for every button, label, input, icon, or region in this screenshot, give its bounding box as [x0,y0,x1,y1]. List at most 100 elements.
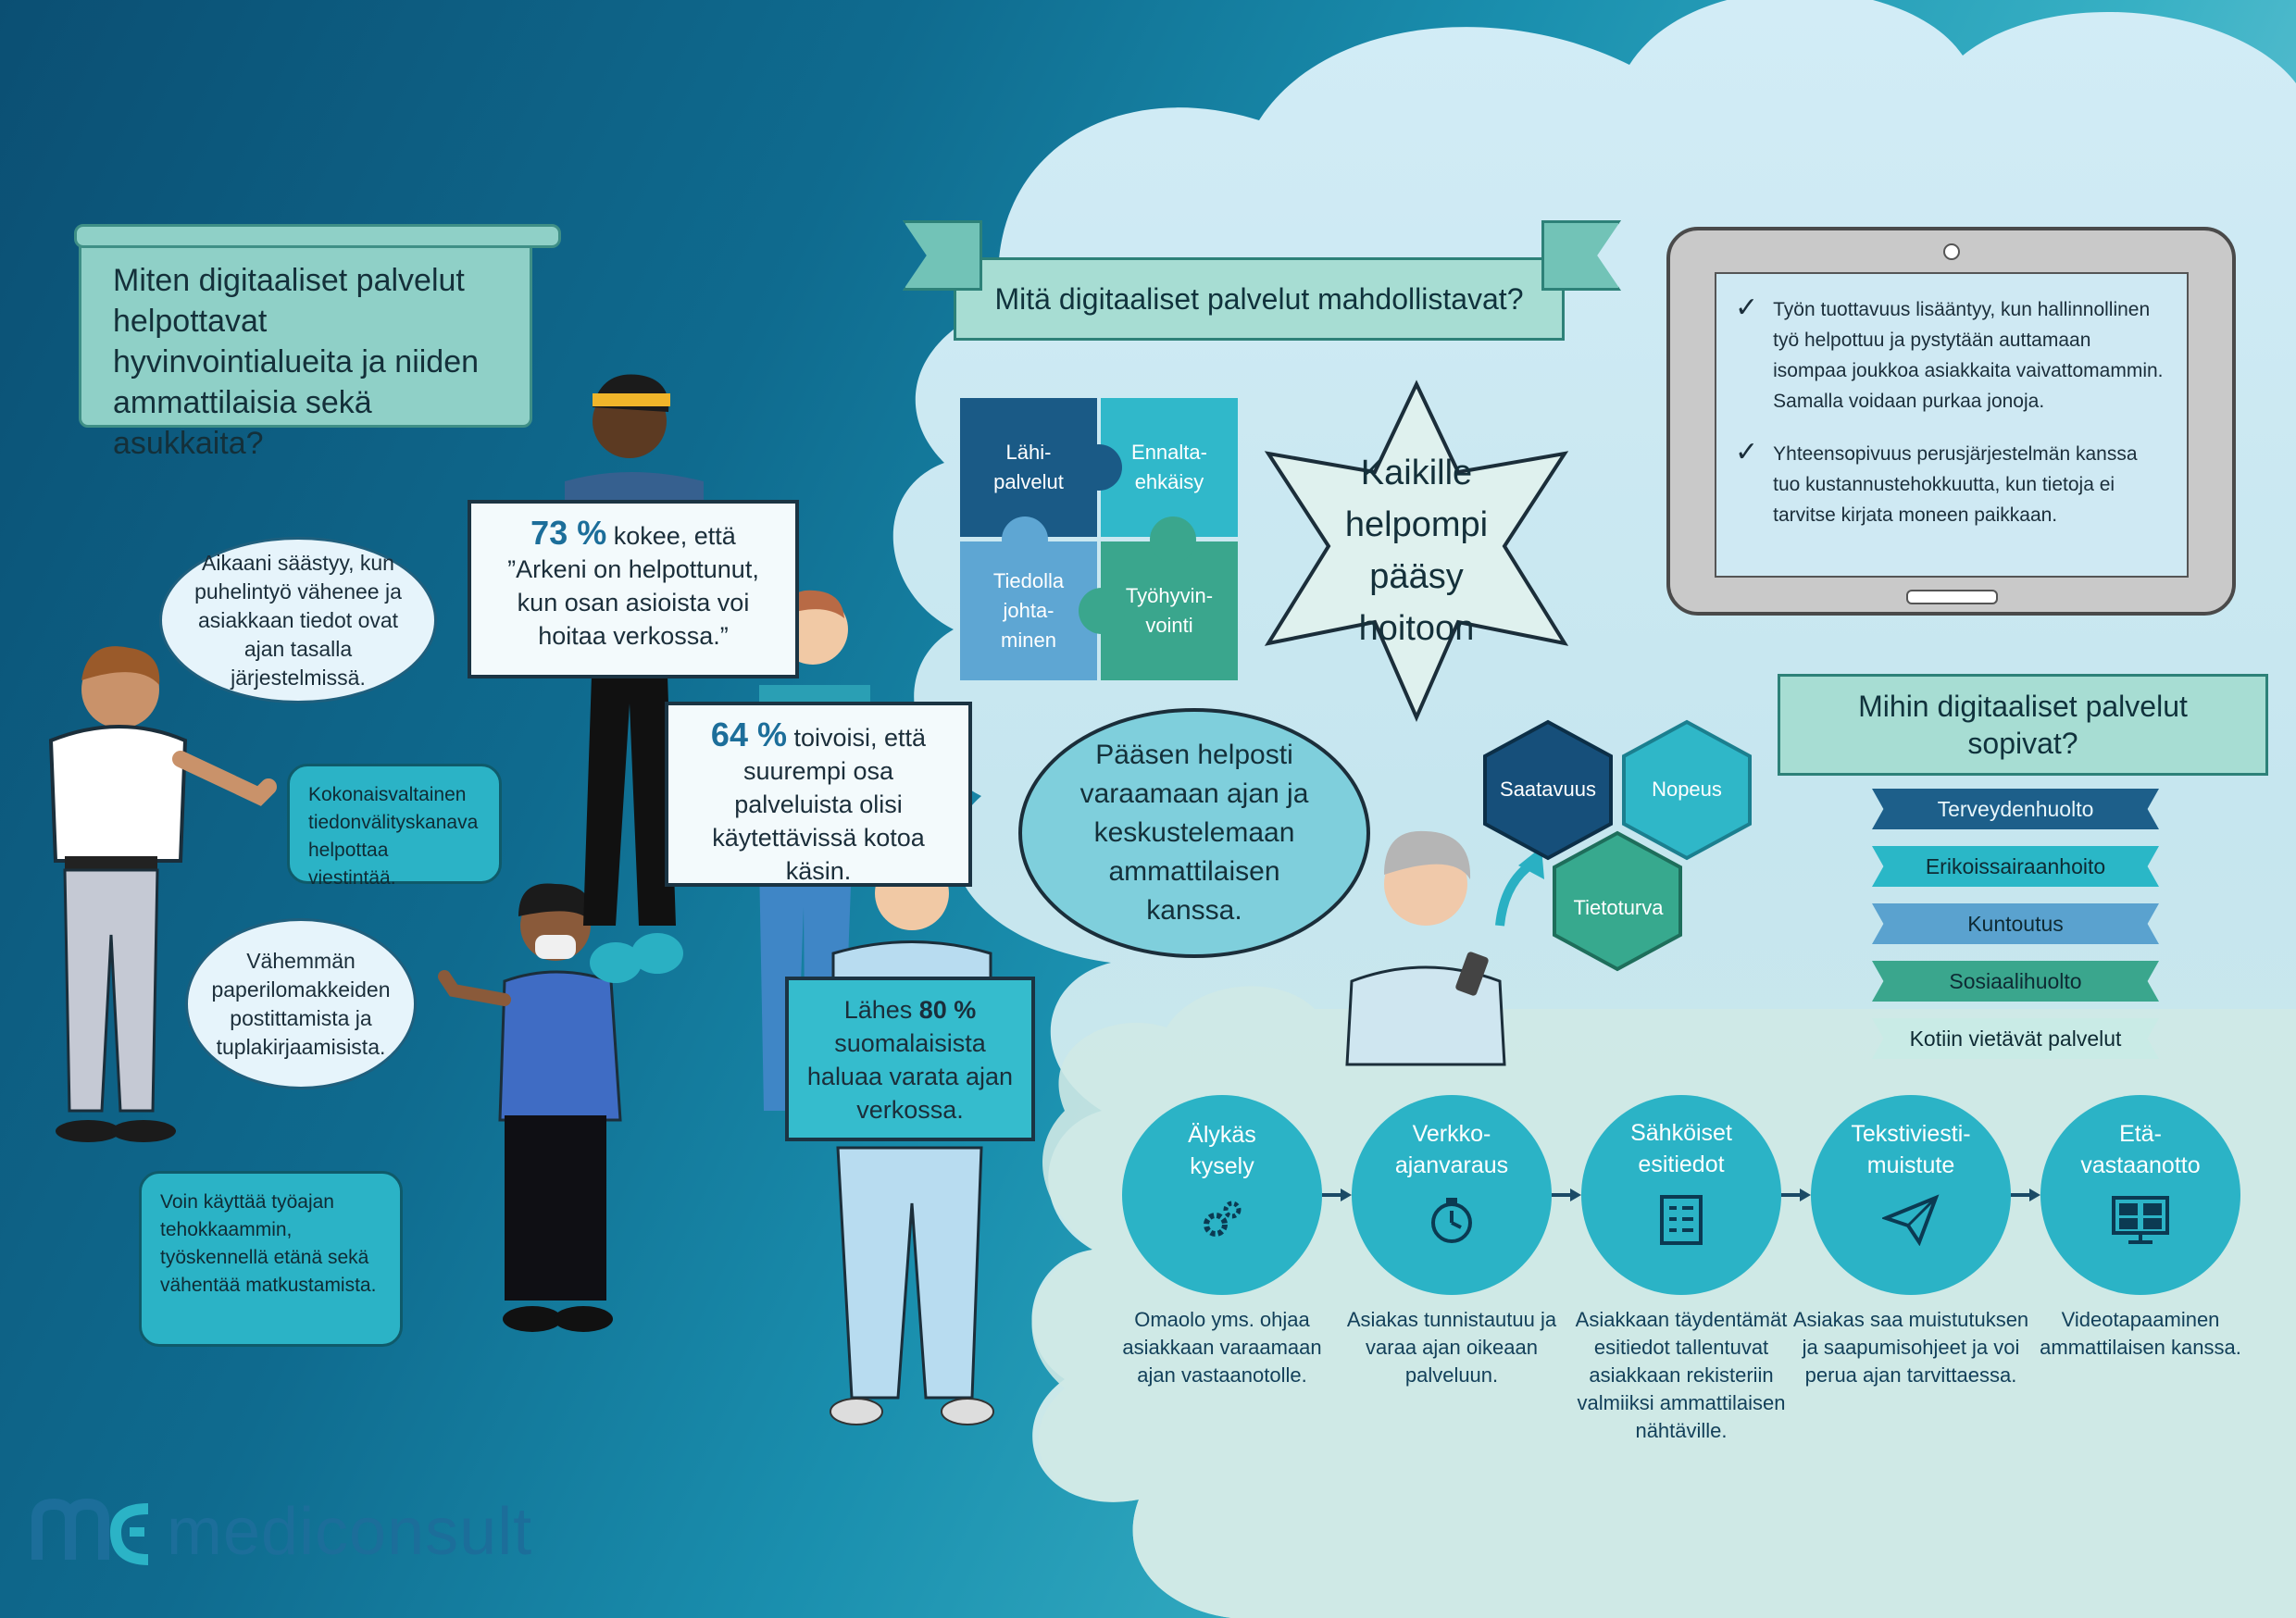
speech-box-remote-text: Voin käyttää työajan tehokkaammin, työsk… [160,1191,377,1296]
speech-bubble-time-text: Aikaani säästyy, kun puhelintyö vähenee … [194,550,402,690]
hex-cluster [1483,719,1752,972]
elderly-woman-illustration [1345,830,1506,1066]
speech-bubble-paper: Vähemmän paperilomakkeiden postittamista… [185,918,417,1089]
stat-sign-64-body: suurempi osa palveluista olisi käytettäv… [712,757,925,885]
tablet-device: ✓ Työn tuottavuus lisääntyy, kun hallinn… [1666,227,2236,616]
process-step-description: Omaolo yms. ohjaa asiakkaan varaamaan aj… [1122,1308,1322,1387]
process-step-description: Asiakas tunnistautuu ja varaa ajan oikea… [1346,1308,1557,1387]
process-step: Verkko- ajanvaraus [1352,1095,1552,1295]
process-step-title: Etä- vastaanotto [2080,1120,2201,1178]
process-step-title: Verkko- ajanvaraus [1394,1120,1509,1178]
speech-box-remote: Voin käyttää työajan tehokkaammin, työsk… [139,1171,403,1347]
stat-sign-64: 64 % toivoisi, että suurempi osa palvelu… [665,702,972,887]
checkmark-icon: ✓ [1735,437,1759,467]
ribbon-item: Kotiin vietävät palvelut [1872,1018,2159,1059]
puzzle-knob [1079,588,1125,634]
stat-sign-64-lead: toivoisi, että [786,724,927,752]
tablet-bullet-1-text: Työn tuottavuus lisääntyy, kun hallinnol… [1773,299,2164,412]
hex-text-tietoturva: Tietoturva [1573,896,1664,919]
process-step-title: Tekstiviesti- muistute [1851,1120,1971,1178]
banner-enable: Mitä digitaaliset palvelut mahdollistava… [954,257,1565,341]
tablet-home-bar [1906,590,1998,604]
tablet-screen: ✓ Työn tuottavuus lisääntyy, kun hallinn… [1715,272,2189,578]
process-step-title: Älykäs kysely [1188,1121,1256,1179]
mediconsult-logo-text: mediconsult [167,1495,532,1569]
tablet-camera [1943,243,1960,260]
title-scroll-text: Miten digitaaliset palvelut helpottavat … [113,263,480,461]
speech-bubble-booking: Pääsen helposti varaamaan ajan ja keskus… [1018,708,1370,958]
process-step: Älykäs kysely [1122,1095,1322,1295]
logo-wordmark: mediconsult [167,1495,533,1569]
video-call-icon [2110,1194,2171,1254]
ribbon-item: Kuntoutus [1872,903,2159,944]
tablet-bullet-1: ✓ Työn tuottavuus lisääntyy, kun hallinn… [1735,294,2168,417]
banner-fit-text: Mihin digitaaliset palvelut sopivat? [1858,690,2188,760]
hex-label-saatavuus: Saatavuus [1485,759,1611,820]
paper-plane-icon [1880,1193,1940,1254]
stat-sign-80: Lähes 80 % suomalaisista haluaa varata a… [785,977,1035,1141]
puzzle-label-tiedolla: Tiedolla johta- minen [992,569,1065,652]
stat-sign-73: 73 % kokee, että ”Arkeni on helpottunut,… [468,500,799,678]
checkmark-icon: ✓ [1735,292,1759,323]
process-step: Etä- vastaanotto [2040,1095,2240,1295]
hex-nopeus [1622,719,1752,861]
star-label: Kaikille helpompi pääsy hoitoon [1344,454,1489,648]
ribbon-item: Erikoissairaanhoito [1872,846,2159,887]
process-step-description: Asiakkaan täydentämät esitiedot tallentu… [1575,1308,1788,1442]
speech-box-channel: Kokonaisvaltainen tiedonvälityskanava he… [287,764,502,889]
process-step-description: Asiakas saa muistutuksen ja saapumisohje… [1792,1308,2029,1387]
stopwatch-icon [1426,1194,1478,1254]
stat-sign-73-quote: ”Arkeni on helpottunut, kun osan asioist… [507,555,759,650]
puzzle-knob [1002,517,1048,563]
banner-fit: Mihin digitaaliset palvelut sopivat? [1778,674,2268,776]
title-scroll: Miten digitaaliset palvelut helpottavat … [79,231,532,461]
speech-bubble-paper-text: Vähemmän paperilomakkeiden postittamista… [211,948,391,1059]
tablet-bullet-2: ✓ Yhteensopivuus perusjärjestelmän kanss… [1735,439,2168,530]
process-arrow-icon [2011,1186,2040,1204]
speech-box-channel-text: Kokonaisvaltainen tiedonvälityskanava he… [308,784,479,889]
puzzle-label-ennaltaehkaisy: Ennalta- ehkäisy [1131,441,1207,493]
process-arrow-icon [1322,1186,1352,1204]
stat-percent-64: 64 % [710,716,787,753]
ribbon-label: Kuntoutus [1967,911,2064,936]
man-illustration [48,646,277,1142]
ribbon-label: Kotiin vietävät palvelut [1909,1026,2122,1051]
star-text: Kaikille helpompi pääsy hoitoon [1315,454,1518,648]
process-step: Tekstiviesti- muistute [1811,1095,2011,1295]
process-step-description: Videotapaaminen ammattilaisen kanssa. [2040,1308,2241,1359]
puzzle-piece-lahipalvelut: Lähi- palvelut [960,398,1097,537]
star-shape [1264,380,1569,722]
woman-mask-illustration [438,883,622,1332]
stat-percent-73: 73 % [530,514,607,552]
stat-sign-73-lead: kokee, että [606,522,736,550]
puzzle-piece-tiedolla-johtaminen: Tiedolla johta- minen [960,541,1097,680]
ribbon-label: Terveydenhuolto [1937,796,2094,821]
process-arrow-icon [1781,1186,1811,1204]
puzzle-label-tyohyvinvointi: Työhyvin- vointi [1125,584,1214,637]
process-arrow-icon [1552,1186,1581,1204]
ribbon-item: Terveydenhuolto [1872,789,2159,829]
gears-icon [1197,1195,1247,1253]
stat-sign-80-body: suomalaisista haluaa varata ajan verkoss… [806,1029,1014,1124]
hex-text-nopeus: Nopeus [1652,778,1722,801]
ribbon-item: Sosiaalihuolto [1872,961,2159,1002]
hex-label-nopeus: Nopeus [1624,759,1750,820]
tablet-bullet-2-text: Yhteensopivuus perusjärjestelmän kanssa … [1773,443,2138,526]
woman-headscarf-illustration [565,374,704,983]
checklist-icon [1658,1193,1704,1255]
ribbon-label: Erikoissairaanhoito [1925,853,2106,878]
puzzle-piece-ennaltaehkaisy: Ennalta- ehkäisy [1101,398,1238,537]
process-step: Sähköiset esitiedot [1581,1095,1781,1295]
puzzle-grid: Lähi- palvelut Ennalta- ehkäisy Tiedolla… [960,398,1238,680]
process-step-title: Sähköiset esitiedot [1630,1119,1732,1177]
scroll-curl-top [74,224,561,248]
ribbon-label: Sosiaalihuolto [1949,968,2082,993]
speech-bubble-booking-text: Pääsen helposti varaamaan ajan ja keskus… [1079,740,1309,926]
stat-sign-80-lead: Lähes [843,996,919,1024]
puzzle-knob [1076,444,1122,491]
banner-enable-text: Mitä digitaaliset palvelut mahdollistava… [994,282,1524,316]
speech-bubble-time: Aikaani säästyy, kun puhelintyö vähenee … [159,537,437,703]
hex-text-saatavuus: Saatavuus [1500,778,1596,801]
puzzle-knob [1150,517,1196,563]
